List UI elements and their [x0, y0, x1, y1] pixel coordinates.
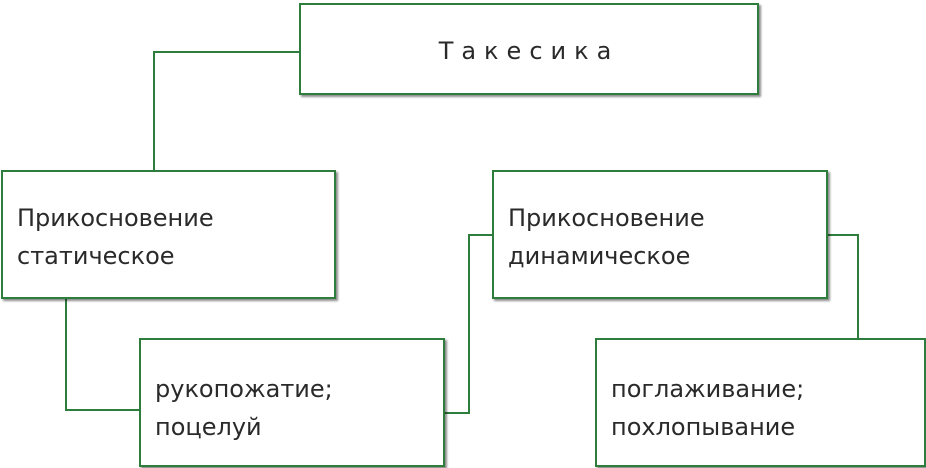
node-takesika: Такесика — [299, 3, 759, 95]
node-static-examples: рукопожатие; поцелуй — [139, 338, 445, 467]
node-dynamic-examples-label: поглаживание; похлопывание — [611, 375, 805, 441]
node-takesika-label: Такесика — [438, 37, 620, 65]
node-static-touch: Прикосновение статическое — [1, 170, 336, 299]
node-static-examples-label: рукопожатие; поцелуй — [155, 375, 333, 441]
connector-examples-to-dynamic — [445, 234, 492, 414]
node-dynamic-examples: поглаживание; похлопывание — [595, 338, 926, 467]
node-static-touch-label: Прикосновение статическое — [17, 204, 214, 270]
node-dynamic-touch-label: Прикосновение динамическое — [508, 204, 705, 270]
connector-dynamic-to-examples — [828, 234, 859, 338]
connector-static-to-examples — [65, 299, 139, 411]
connector-root-to-static — [153, 51, 299, 170]
node-dynamic-touch: Прикосновение динамическое — [492, 170, 828, 299]
